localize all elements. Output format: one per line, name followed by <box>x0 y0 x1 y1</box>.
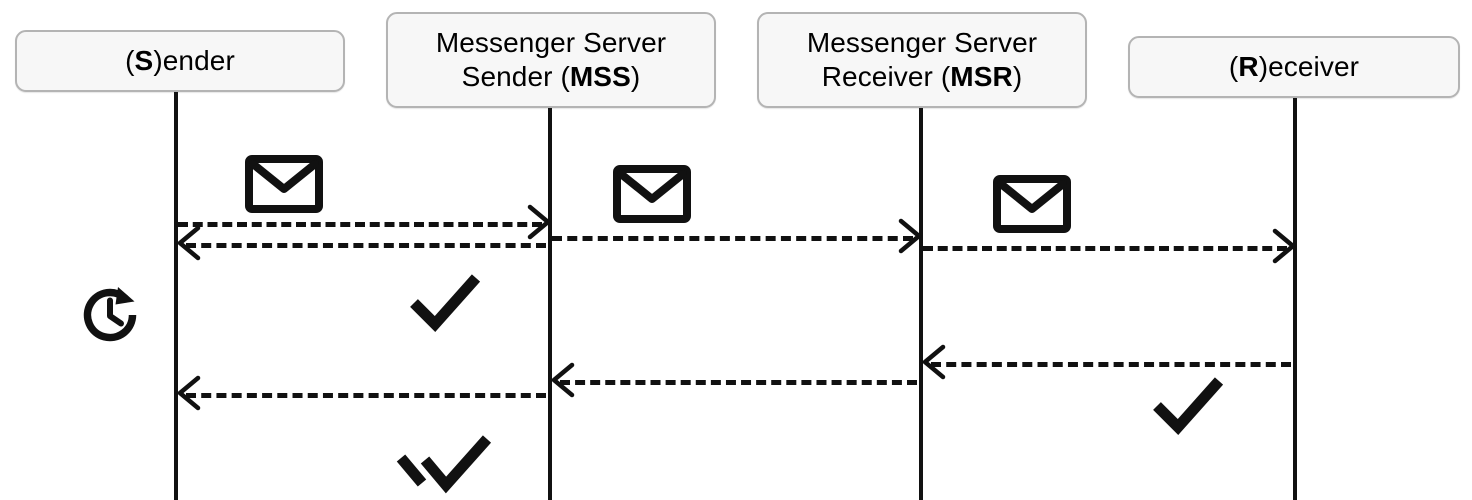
envelope-icon <box>245 155 323 213</box>
message-line-sender-to-mss <box>178 222 542 227</box>
participant-box-sender[interactable]: (S)ender <box>15 30 345 92</box>
lifeline-sender <box>174 92 178 500</box>
lifeline-msr <box>919 108 923 500</box>
message-line-mss-to-sender-delivered <box>186 393 546 398</box>
envelope-icon <box>613 165 691 223</box>
message-line-msr-to-mss-ack <box>560 380 917 385</box>
double-check-icon <box>395 428 491 500</box>
clock-retry-icon <box>74 279 146 351</box>
check-icon <box>405 270 485 332</box>
participant-box-receiver[interactable]: (R)eceiver <box>1128 36 1460 98</box>
message-line-mss-to-sender-ack <box>186 243 546 248</box>
lifeline-mss <box>548 108 552 500</box>
participant-label-receiver: (R)eceiver <box>1228 50 1360 82</box>
lifeline-receiver <box>1293 98 1297 500</box>
message-line-msr-to-receiver <box>923 246 1287 251</box>
participant-label-sender: (S)ender <box>125 44 235 76</box>
message-line-receiver-to-msr-ack <box>931 362 1291 367</box>
check-icon <box>1148 373 1228 435</box>
envelope-icon <box>993 175 1071 233</box>
message-line-mss-to-msr <box>552 236 913 241</box>
